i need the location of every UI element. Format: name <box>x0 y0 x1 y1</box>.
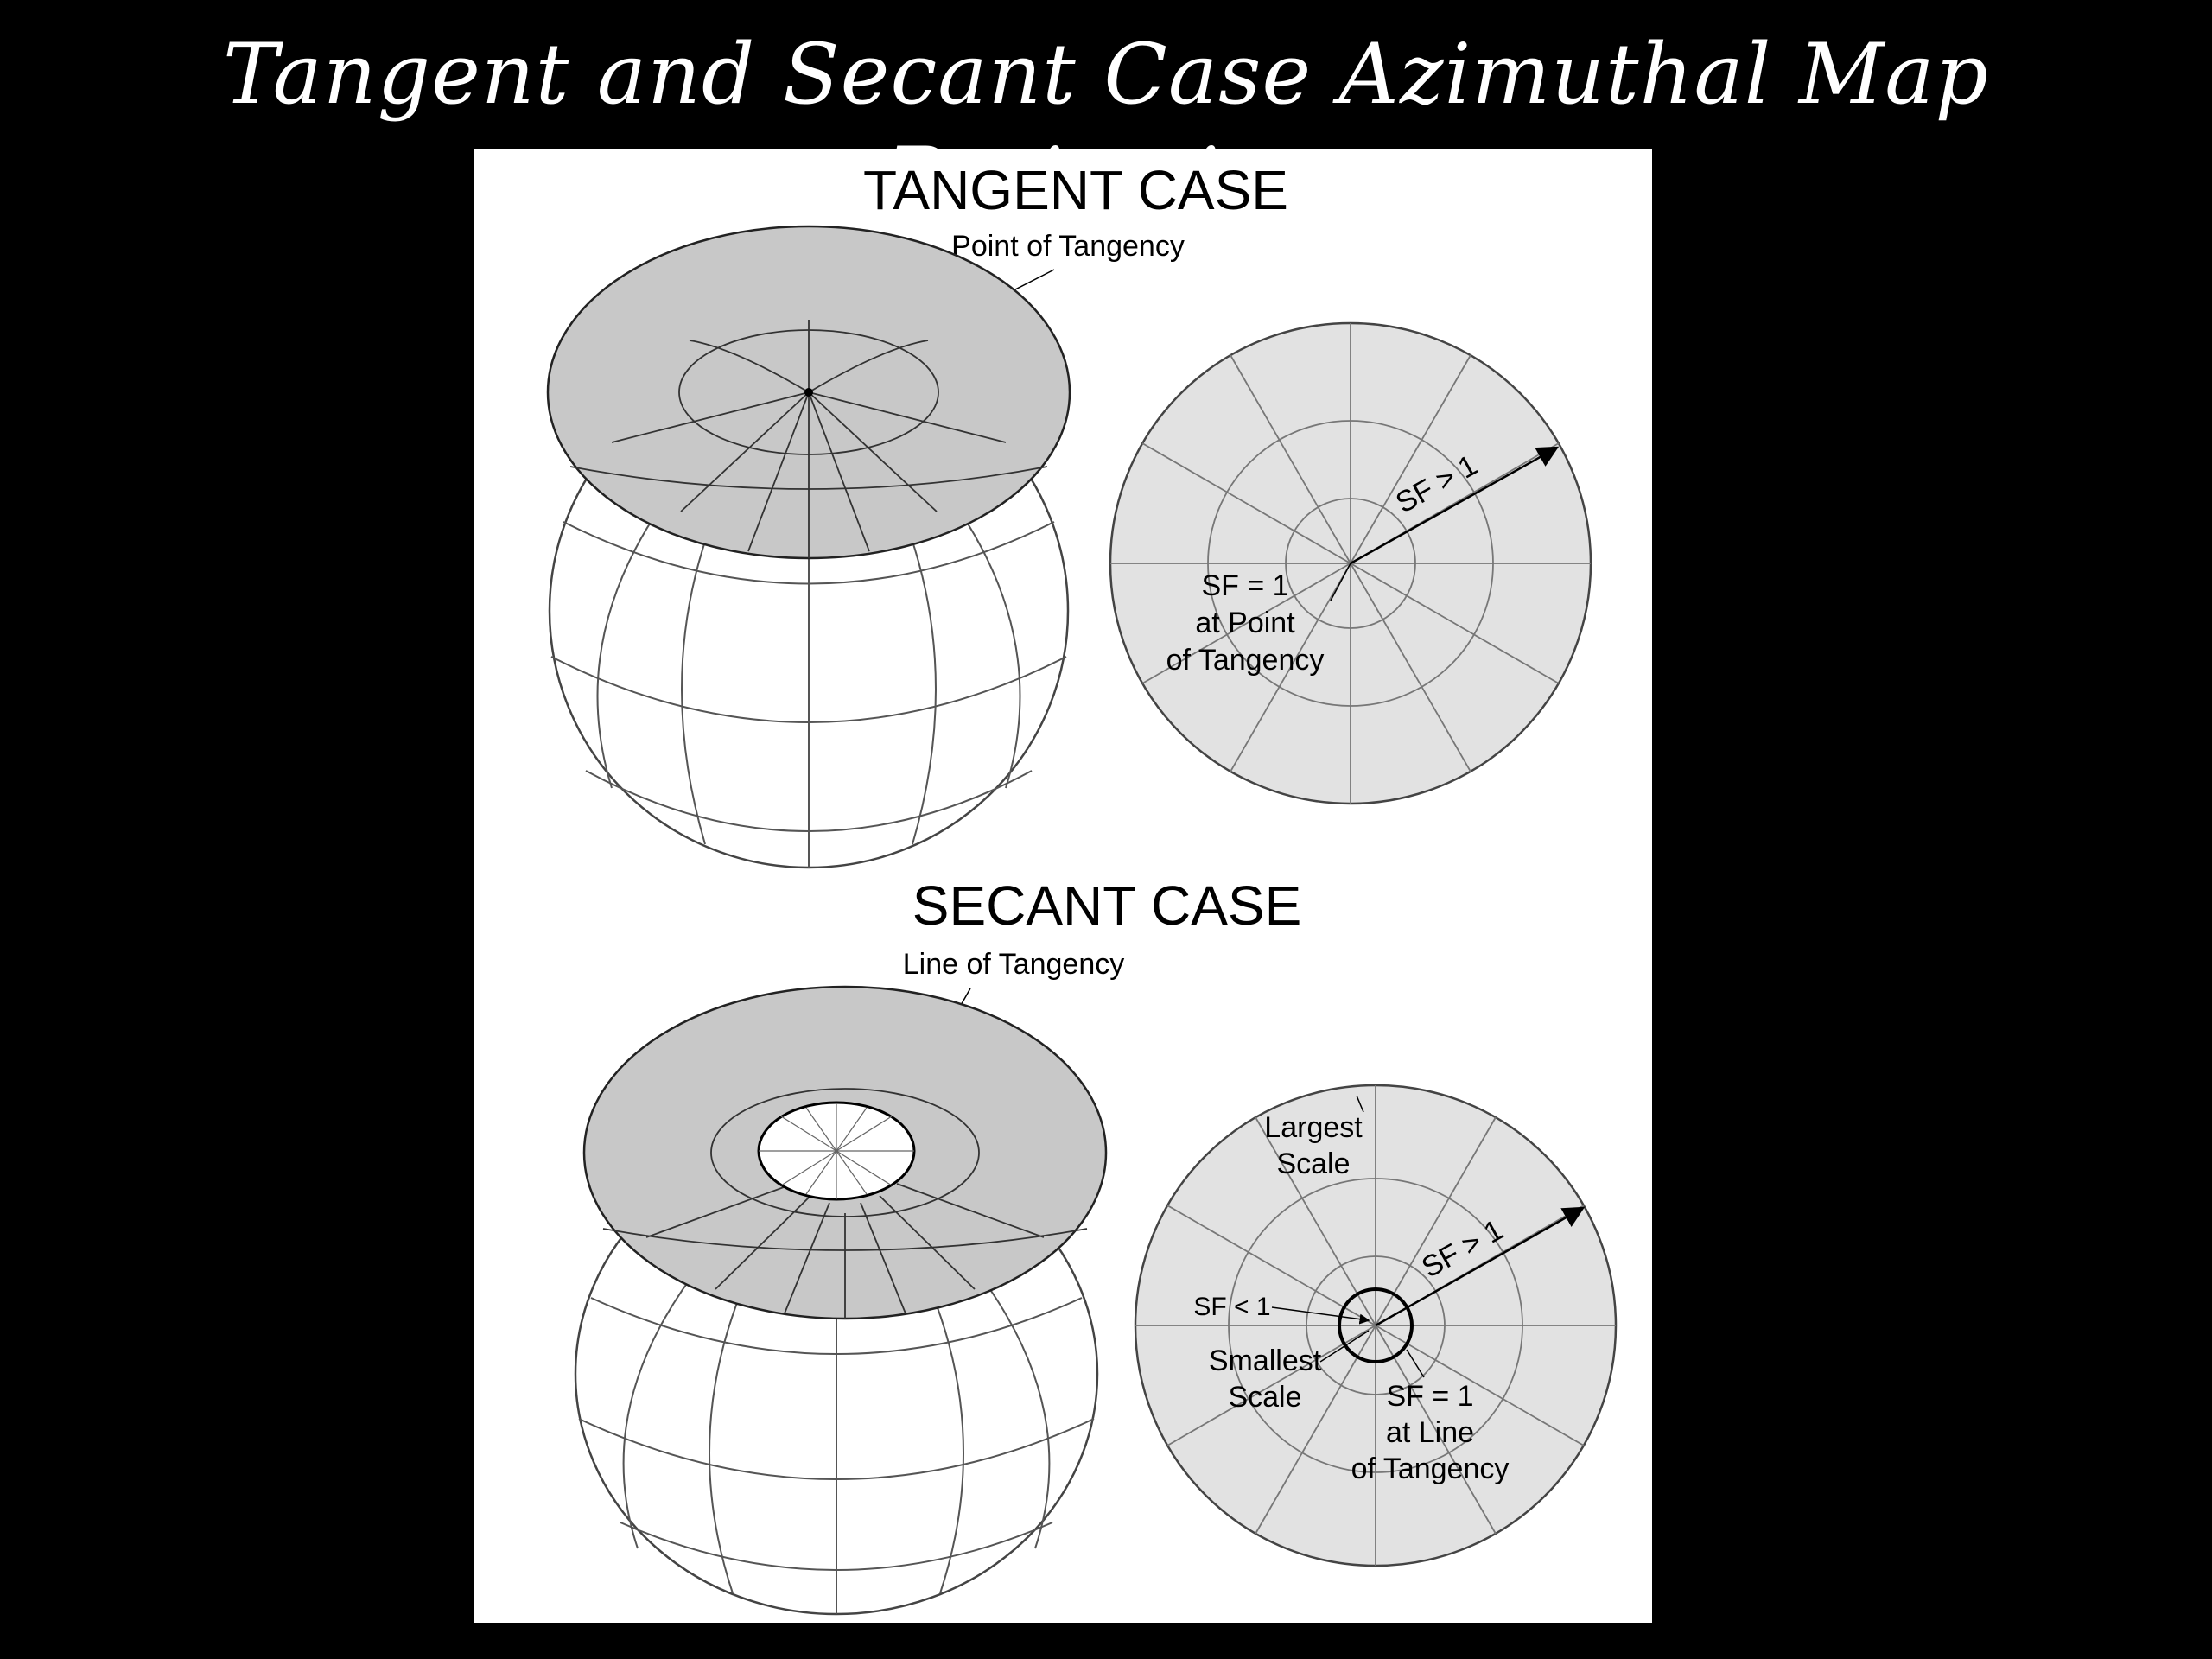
scale-increase-arrow <box>1375 1206 1586 1327</box>
smallest-scale-line-1: Smallest <box>1209 1344 1322 1377</box>
smallest-scale-leader <box>1319 1330 1370 1363</box>
plane-radial <box>715 1195 811 1290</box>
plane-radial <box>689 340 810 393</box>
plane-radial <box>808 391 870 552</box>
cut-radial <box>836 1107 868 1152</box>
largest-scale-line-1: Largest <box>1264 1111 1363 1144</box>
tangent-flat-map: SF > 1 SF = 1 at Point of Tangency <box>1109 321 1592 805</box>
scale-increase-arrow <box>1350 446 1560 565</box>
cut-radial <box>780 1116 837 1152</box>
secant-projection-plane <box>582 985 1108 1320</box>
point-of-tangency-marker <box>804 388 813 397</box>
sf-equal-line-2: at Line <box>1386 1416 1474 1449</box>
sf-less-label: SF < 1 <box>1193 1293 1270 1321</box>
map-radial <box>1375 1325 1585 1446</box>
secant-case-heading: SECANT CASE <box>912 874 1302 937</box>
point-of-tangency-label: Point of Tangency <box>951 230 1185 263</box>
cut-radial <box>836 1150 868 1195</box>
cut-radial <box>805 1150 837 1195</box>
smallest-scale-line-2: Scale <box>1228 1381 1301 1414</box>
sf-equal-line-1: SF = 1 <box>1201 569 1288 602</box>
map-radial <box>1166 1205 1376 1326</box>
map-radial <box>1166 1325 1376 1446</box>
map-radial <box>1230 563 1351 772</box>
plane-radial <box>808 391 1007 443</box>
sf-equal-line-1: SF = 1 <box>1386 1380 1473 1413</box>
sf-equal-line-3: of Tangency <box>1351 1452 1510 1485</box>
plane-radial <box>611 391 810 443</box>
sf-less-leader <box>1271 1306 1370 1325</box>
map-radial <box>1230 354 1351 564</box>
sf-equal-line-2: at Point <box>1195 607 1295 639</box>
cut-radial <box>836 1150 893 1186</box>
cut-radial <box>780 1150 837 1186</box>
plane-radial <box>747 391 810 552</box>
map-radial <box>1255 1325 1376 1535</box>
map-radial <box>1375 1116 1497 1326</box>
sf-equal-leader <box>1406 1349 1425 1378</box>
map-radial <box>1350 563 1560 684</box>
sf-equal-leader <box>1330 563 1351 601</box>
cut-radial <box>805 1107 837 1152</box>
plane-radial <box>784 1202 830 1314</box>
largest-scale-leader <box>1356 1095 1364 1113</box>
plane-radial <box>680 391 810 512</box>
largest-scale-line-2: Scale <box>1276 1147 1350 1180</box>
secant-flat-map: SF > 1 Largest Scale SF < 1 Smallest Sca… <box>1134 1084 1618 1567</box>
cut-radial <box>836 1116 893 1152</box>
line-of-tangency-label: Line of Tangency <box>903 948 1124 981</box>
map-radial <box>1255 1116 1376 1326</box>
line-of-tangency-ring <box>1338 1287 1414 1363</box>
map-radial <box>1350 563 1471 772</box>
tangent-case-heading: TANGENT CASE <box>863 159 1288 221</box>
plane-radial <box>860 1202 906 1314</box>
map-radial <box>1375 1325 1497 1535</box>
plane-radial <box>808 340 929 393</box>
projection-figure: TANGENT CASE Point of Tangency <box>474 149 1652 1623</box>
map-radial <box>1141 563 1351 684</box>
plane-radial <box>645 1183 794 1238</box>
tangent-projection-plane <box>546 225 1071 560</box>
projection-diagram: TANGENT CASE Point of Tangency <box>474 149 1652 1623</box>
map-radial <box>1350 354 1471 564</box>
plane-radial <box>808 391 938 512</box>
sf-equal-line-3: of Tangency <box>1166 644 1325 677</box>
plane-radial <box>896 1183 1045 1238</box>
map-radial <box>1141 442 1351 564</box>
plane-radial <box>879 1195 976 1290</box>
